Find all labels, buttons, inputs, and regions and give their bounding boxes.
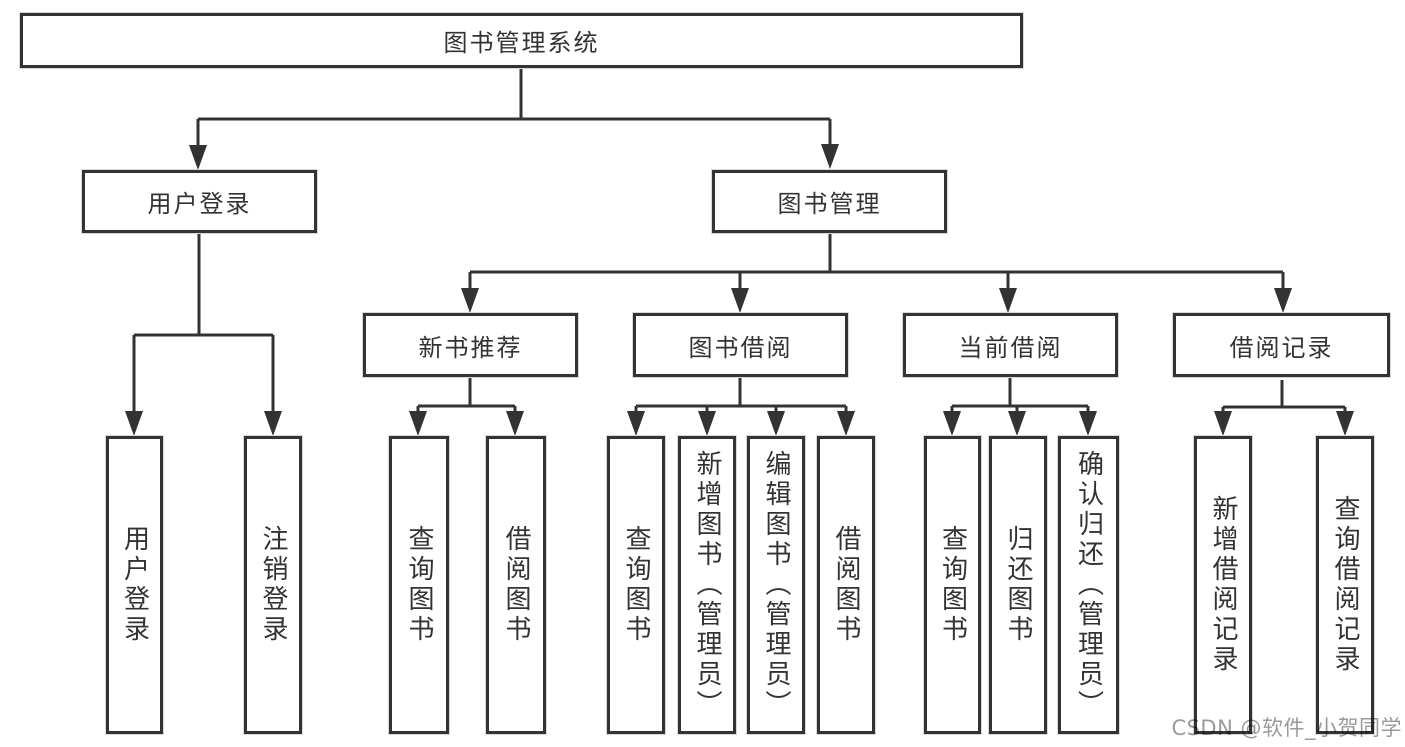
arrow-down-icon bbox=[1214, 411, 1354, 436]
arrow-down-icon bbox=[461, 288, 1292, 313]
leaf-add-borrow-record: 新增借阅记录 bbox=[1194, 436, 1252, 734]
leaf-logout: 注销登录 bbox=[244, 436, 302, 734]
arrow-down-icon bbox=[189, 144, 839, 170]
leaf-query-book-recommend: 查询图书 bbox=[389, 436, 449, 734]
csdn-watermark: CSDN @软件_小贺同学 bbox=[1171, 716, 1402, 740]
node-new-book-recommend: 新书推荐 bbox=[363, 313, 578, 377]
arrowhead-icons bbox=[125, 144, 1354, 436]
node-library-management-system: 图书管理系统 bbox=[20, 13, 1023, 68]
connector-lines bbox=[132, 68, 1347, 415]
arrow-down-icon bbox=[627, 411, 855, 436]
leaf-return-book: 归还图书 bbox=[989, 436, 1047, 734]
leaf-query-book-current: 查询图书 bbox=[924, 436, 981, 734]
connector-user-login-branch bbox=[132, 233, 275, 415]
connector-new-book-branch bbox=[416, 377, 517, 415]
leaf-query-book-borrow: 查询图书 bbox=[607, 436, 665, 734]
leaf-borrow-book: 借阅图书 bbox=[817, 436, 875, 734]
connector-root-to-level2 bbox=[196, 68, 832, 150]
leaf-user-login: 用户登录 bbox=[106, 436, 163, 734]
connector-book-borrow-branch bbox=[634, 377, 848, 415]
arrow-down-icon bbox=[943, 411, 1097, 436]
node-borrow-records: 借阅记录 bbox=[1173, 313, 1390, 377]
leaf-borrow-book-recommend: 借阅图书 bbox=[486, 436, 546, 734]
leaf-query-borrow-record: 查询借阅记录 bbox=[1316, 436, 1374, 734]
arrow-down-icon bbox=[125, 411, 282, 436]
connector-borrow-records-branch bbox=[1221, 380, 1347, 415]
node-book-borrow: 图书借阅 bbox=[633, 313, 848, 377]
node-book-management: 图书管理 bbox=[712, 170, 947, 233]
node-user-login: 用户登录 bbox=[82, 170, 317, 233]
leaf-confirm-return-admin: 确认归还（管理员） bbox=[1058, 436, 1119, 734]
connector-current-borrow-branch bbox=[950, 377, 1090, 415]
connector-book-management-branch bbox=[468, 233, 1285, 292]
leaf-add-book-admin: 新增图书（管理员） bbox=[678, 436, 736, 734]
node-current-borrow: 当前借阅 bbox=[903, 313, 1118, 377]
arrow-down-icon bbox=[409, 411, 524, 436]
leaf-edit-book-admin: 编辑图书（管理员） bbox=[747, 436, 805, 734]
